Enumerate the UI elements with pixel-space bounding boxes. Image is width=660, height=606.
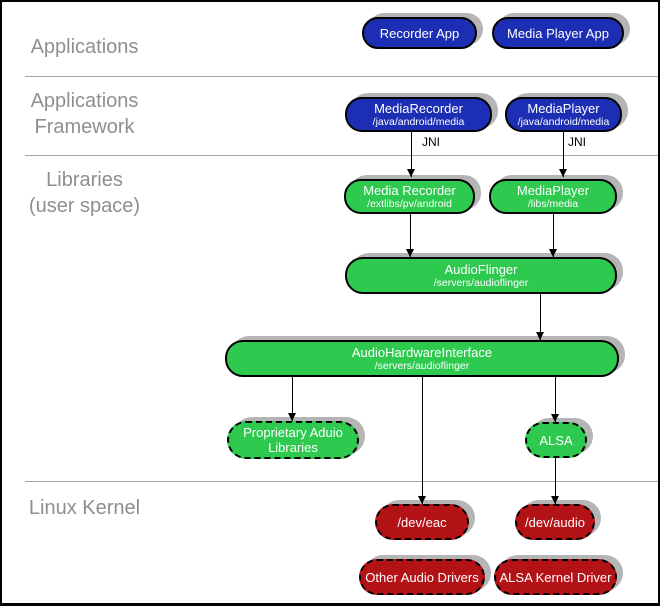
arrow-audioflinger-to-audiohardwareinterface (536, 294, 544, 340)
layer-divider (25, 76, 658, 77)
jni-label: JNI (422, 135, 440, 149)
node-path: /servers/audioflinger (433, 277, 529, 289)
arrow-alsa-to-dev-audio (551, 458, 559, 504)
arrow-ahi-to-proprietary-libs (288, 377, 296, 421)
layer-label-linux-kernel: Linux Kernel (28, 497, 141, 519)
node-dev-audio: /dev/audio (515, 504, 595, 540)
node-recorder-app: Recorder App (362, 17, 477, 49)
arrow-mediaplayer-lib-to-audioflinger (549, 214, 557, 257)
arrow-mediarecorder-lib-to-audioflinger (406, 214, 414, 257)
node-title: Media Player App (507, 25, 609, 41)
node-title: Other Audio Drivers (365, 569, 479, 585)
node-title: Media Recorder (363, 183, 456, 198)
node-audiohardwareinterface: AudioHardwareInterface /servers/audiofli… (225, 340, 619, 377)
node-title: Recorder App (379, 25, 460, 41)
node-path: /java/android/media (517, 116, 610, 128)
node-path: /extlibs/pv/android (367, 198, 452, 210)
node-proprietary-audio-libraries: Proprietary Aduio Libraries (227, 421, 359, 459)
node-title: /dev/audio (525, 514, 585, 530)
layer-divider (25, 155, 658, 156)
node-title: Proprietary Aduio Libraries (243, 425, 343, 455)
node-audioflinger: AudioFlinger /servers/audioflinger (345, 257, 617, 294)
node-media-recorder-library: Media Recorder /extlibs/pv/android (344, 179, 475, 214)
node-other-audio-drivers: Other Audio Drivers (359, 559, 485, 595)
node-alsa: ALSA (525, 422, 587, 458)
node-alsa-kernel-driver: ALSA Kernel Driver (494, 559, 617, 595)
node-title: MediaPlayer (516, 183, 590, 198)
node-mediaplayer-library: MediaPlayer /libs/media (489, 179, 617, 214)
node-path: /servers/audioflinger (374, 360, 470, 372)
node-title: ALSA Kernel Driver (499, 569, 612, 585)
arrow-mediarecorder-to-library (407, 132, 415, 177)
arrow-ahi-to-dev-eac (418, 377, 426, 504)
node-title: ALSA (539, 432, 573, 448)
arrow-ahi-to-alsa (551, 377, 559, 422)
node-mediarecorder-framework: MediaRecorder /java/android/media (345, 97, 492, 132)
arrow-mediaplayer-to-library (559, 132, 567, 177)
node-title: AudioFlinger (444, 262, 518, 277)
jni-label: JNI (568, 135, 586, 149)
node-title: AudioHardwareInterface (351, 345, 493, 360)
node-title: MediaPlayer (527, 101, 600, 116)
node-dev-eac: /dev/eac (375, 504, 469, 540)
layer-label-libraries-user-space: Libraries (user space) (28, 169, 141, 217)
node-title: /dev/eac (397, 514, 447, 530)
layer-label-applications: Applications (30, 36, 139, 58)
node-path: /java/android/media (372, 116, 465, 128)
node-path: /libs/media (527, 198, 579, 210)
node-mediaplayer-framework: MediaPlayer /java/android/media (505, 97, 622, 132)
node-title: MediaRecorder (374, 101, 463, 116)
layer-label-applications-framework: Applications Framework (30, 90, 139, 138)
node-media-player-app: Media Player App (492, 17, 624, 49)
layer-divider (25, 481, 658, 482)
